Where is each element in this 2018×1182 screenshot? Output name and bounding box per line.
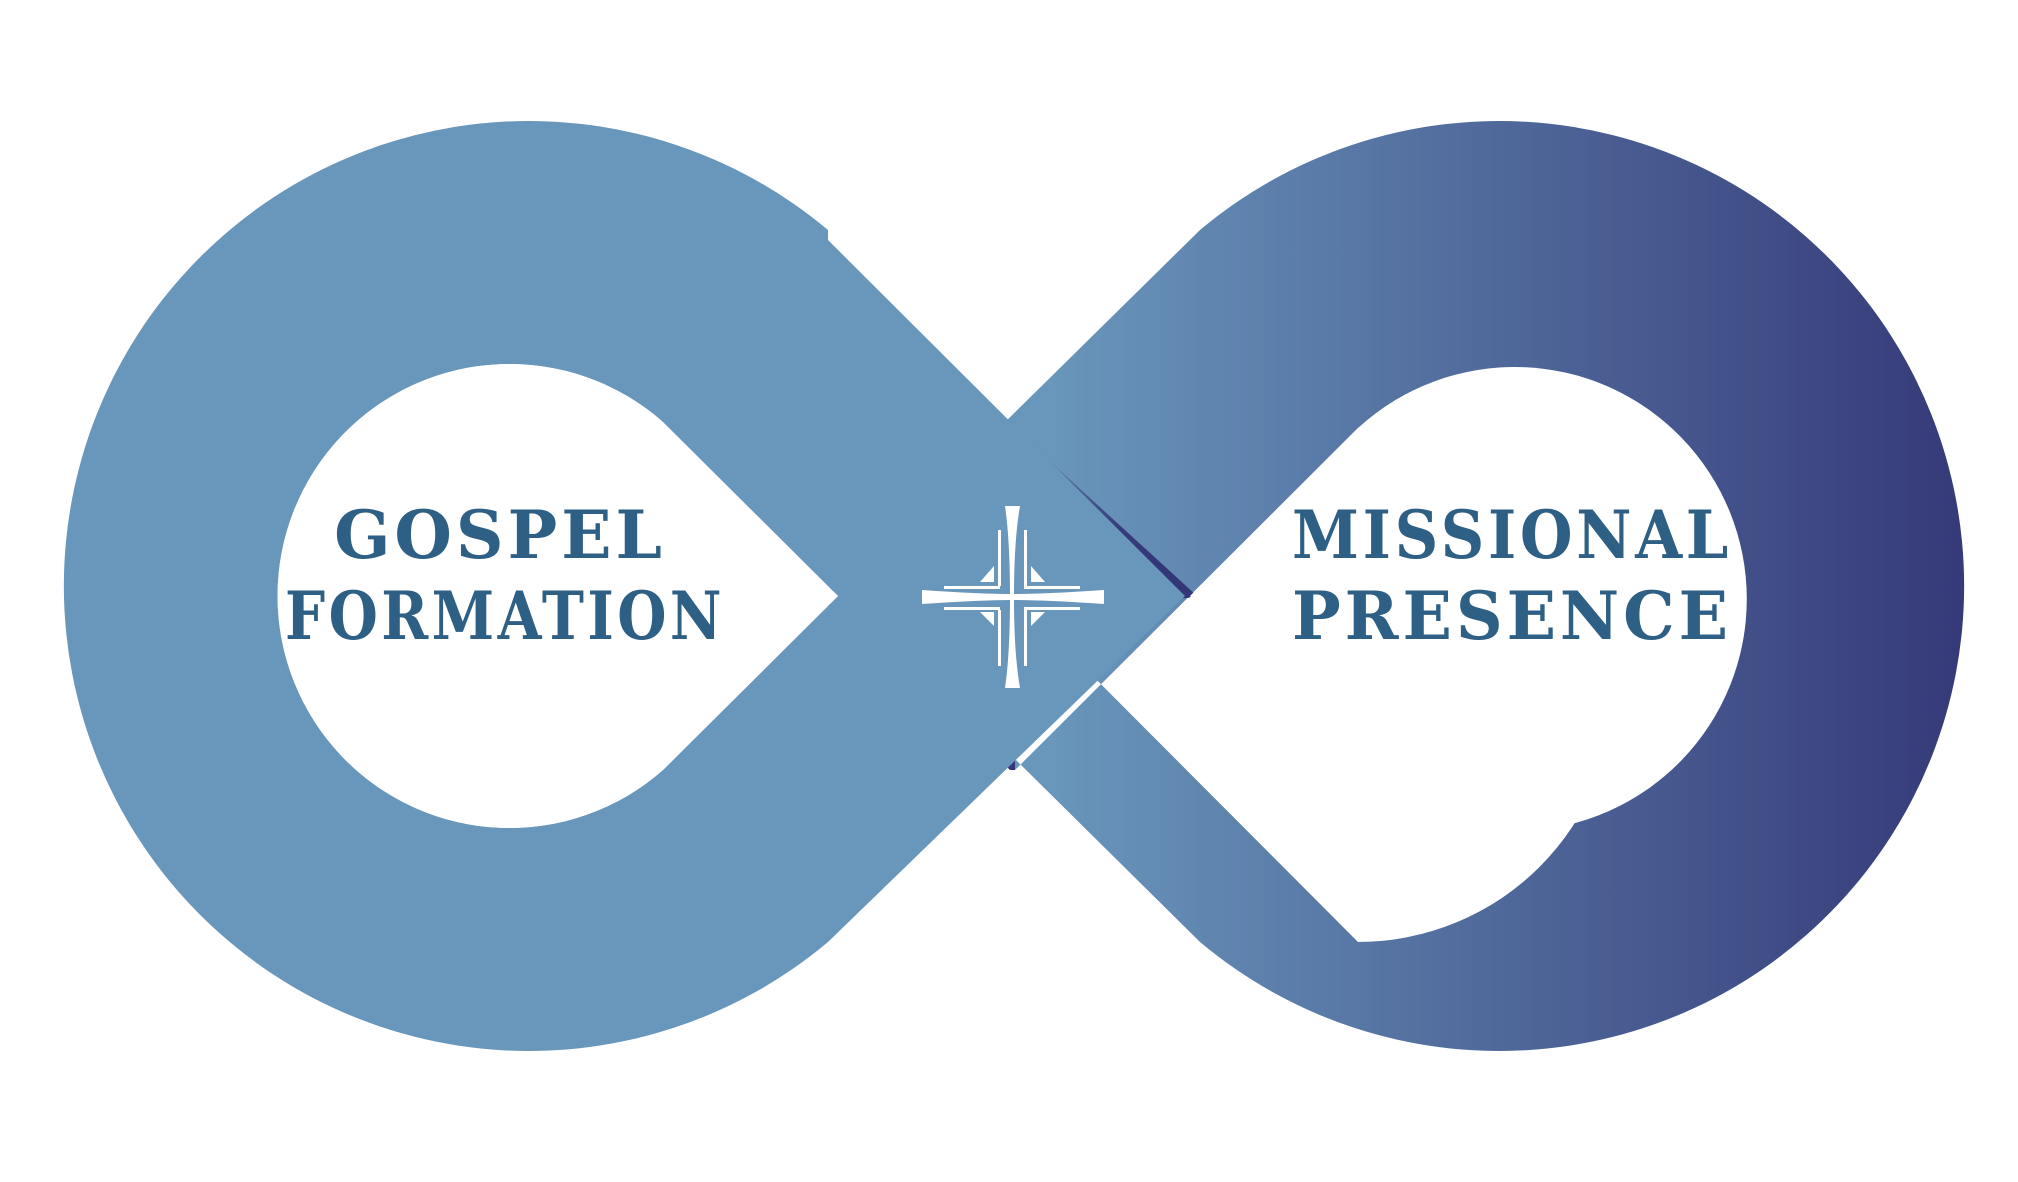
cross-icon [922,506,1104,688]
missional-presence-label: MISSIONAL PRESENCE [1292,496,1732,655]
right-loop-band [662,120,1965,1052]
gospel-formation-label: GOSPEL FORMATION [285,496,725,655]
formation-text: FORMATION [285,577,725,655]
missional-text: MISSIONAL [1292,496,1732,574]
left-loop-center [277,363,839,828]
left-loop-band [63,120,1186,1051]
presence-text: PRESENCE [1292,577,1732,655]
gospel-text: GOSPEL [334,496,666,574]
right-loop-center [1190,366,1747,831]
